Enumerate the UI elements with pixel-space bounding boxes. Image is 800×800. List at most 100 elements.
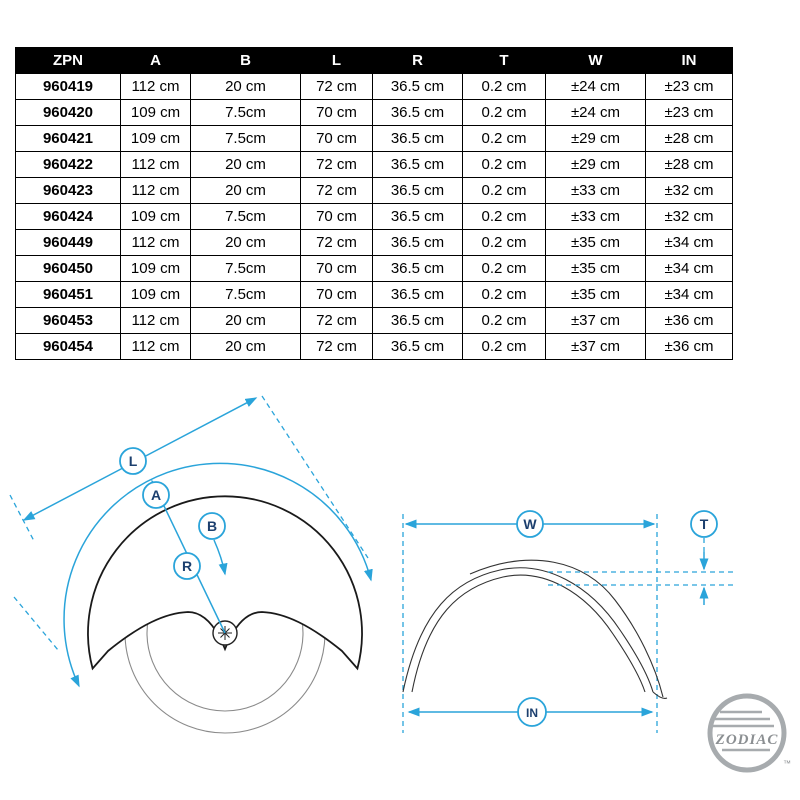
spec-cell: 109 cm (120, 99, 191, 126)
spec-cell: 0.2 cm (462, 281, 546, 308)
spec-cell: 72 cm (300, 229, 373, 256)
column-header: R (372, 47, 463, 74)
spec-cell: 0.2 cm (462, 203, 546, 230)
label-A: A (142, 481, 170, 509)
spec-cell: 7.5cm (190, 255, 301, 282)
cross-section-diagram: W T IN (402, 510, 733, 733)
label-B: B (198, 512, 226, 540)
label-L-circle (119, 447, 147, 475)
spec-cell: 72 cm (300, 151, 373, 178)
label-R-circle (173, 552, 201, 580)
spec-cell: ±23 cm (645, 99, 733, 126)
spec-cell: 36.5 cm (372, 177, 463, 204)
zodiac-logo: ZODIAC ™ (707, 693, 791, 773)
logo-brand-text: ZODIAC (715, 732, 779, 748)
spec-cell: 112 cm (120, 151, 191, 178)
spec-cell: 112 cm (120, 307, 191, 334)
spec-cell: 70 cm (300, 255, 373, 282)
spec-cell: 36.5 cm (372, 203, 463, 230)
spec-cell: 70 cm (300, 99, 373, 126)
label-B-text: B (207, 518, 217, 534)
spec-cell: 112 cm (120, 73, 191, 100)
spec-cell: 36.5 cm (372, 281, 463, 308)
spec-cell: 0.2 cm (462, 151, 546, 178)
spec-cell: 36.5 cm (372, 125, 463, 152)
logo-circle (707, 693, 787, 773)
label-B-circle (198, 512, 226, 540)
spec-cell: ±29 cm (545, 125, 646, 152)
spec-cell: 20 cm (190, 177, 301, 204)
column-header: L (300, 47, 373, 74)
spec-cell: ±34 cm (645, 255, 733, 282)
column-header: B (190, 47, 301, 74)
label-W-circle (516, 510, 544, 538)
spec-cell: ±35 cm (545, 255, 646, 282)
zpn-cell: 960451 (15, 281, 121, 308)
spec-cell: 7.5cm (190, 281, 301, 308)
spec-cell: ±24 cm (545, 99, 646, 126)
spec-cell: 112 cm (120, 229, 191, 256)
zpn-cell: 960453 (15, 307, 121, 334)
spec-cell: 70 cm (300, 203, 373, 230)
column-header: A (120, 47, 191, 74)
spec-cell: ±28 cm (645, 125, 733, 152)
spec-cell: 20 cm (190, 333, 301, 360)
spec-cell: 36.5 cm (372, 99, 463, 126)
spec-cell: 7.5cm (190, 99, 301, 126)
spec-cell: ±24 cm (545, 73, 646, 100)
label-T-text: T (700, 516, 709, 532)
spec-cell: 7.5cm (190, 203, 301, 230)
dimension-arc-A (63, 462, 373, 688)
column-header: IN (645, 47, 733, 74)
spec-cell: ±29 cm (545, 151, 646, 178)
spec-cell: 20 cm (190, 307, 301, 334)
spec-cell: ±36 cm (645, 307, 733, 334)
spec-cell: 36.5 cm (372, 333, 463, 360)
column-header: ZPN (15, 47, 121, 74)
spec-cell: 72 cm (300, 333, 373, 360)
spec-cell: 0.2 cm (462, 255, 546, 282)
logo-wing-icon (713, 710, 774, 752)
spec-cell: 109 cm (120, 255, 191, 282)
spec-cell: 36.5 cm (372, 151, 463, 178)
spec-cell: 36.5 cm (372, 307, 463, 334)
spec-cell: 70 cm (300, 281, 373, 308)
spec-cell: 0.2 cm (462, 73, 546, 100)
spec-cell: 20 cm (190, 151, 301, 178)
spec-cell: 0.2 cm (462, 177, 546, 204)
spec-cell: ±34 cm (645, 229, 733, 256)
spec-cell: ±32 cm (645, 177, 733, 204)
label-A-text: A (151, 487, 161, 503)
label-W-text: W (523, 516, 537, 532)
spec-cell: 109 cm (120, 281, 191, 308)
zpn-cell: 960424 (15, 203, 121, 230)
zpn-cell: 960449 (15, 229, 121, 256)
spec-cell: 36.5 cm (372, 229, 463, 256)
spec-cell: 112 cm (120, 333, 191, 360)
spec-cell: 112 cm (120, 177, 191, 204)
label-R: R (173, 552, 201, 580)
spec-cell: 7.5cm (190, 125, 301, 152)
spec-cell: 109 cm (120, 203, 191, 230)
spec-cell: 0.2 cm (462, 333, 546, 360)
label-IN-text: IN (526, 706, 538, 720)
label-L-text: L (129, 453, 138, 469)
label-L: L (119, 447, 147, 475)
spec-cell: 70 cm (300, 125, 373, 152)
spec-cell: ±35 cm (545, 229, 646, 256)
fender-profile-inner (411, 574, 646, 693)
fender-profile-far-edge (469, 559, 664, 698)
extension-tick-left (9, 494, 35, 542)
spec-cell: 20 cm (190, 229, 301, 256)
extension-line-left (13, 596, 59, 651)
